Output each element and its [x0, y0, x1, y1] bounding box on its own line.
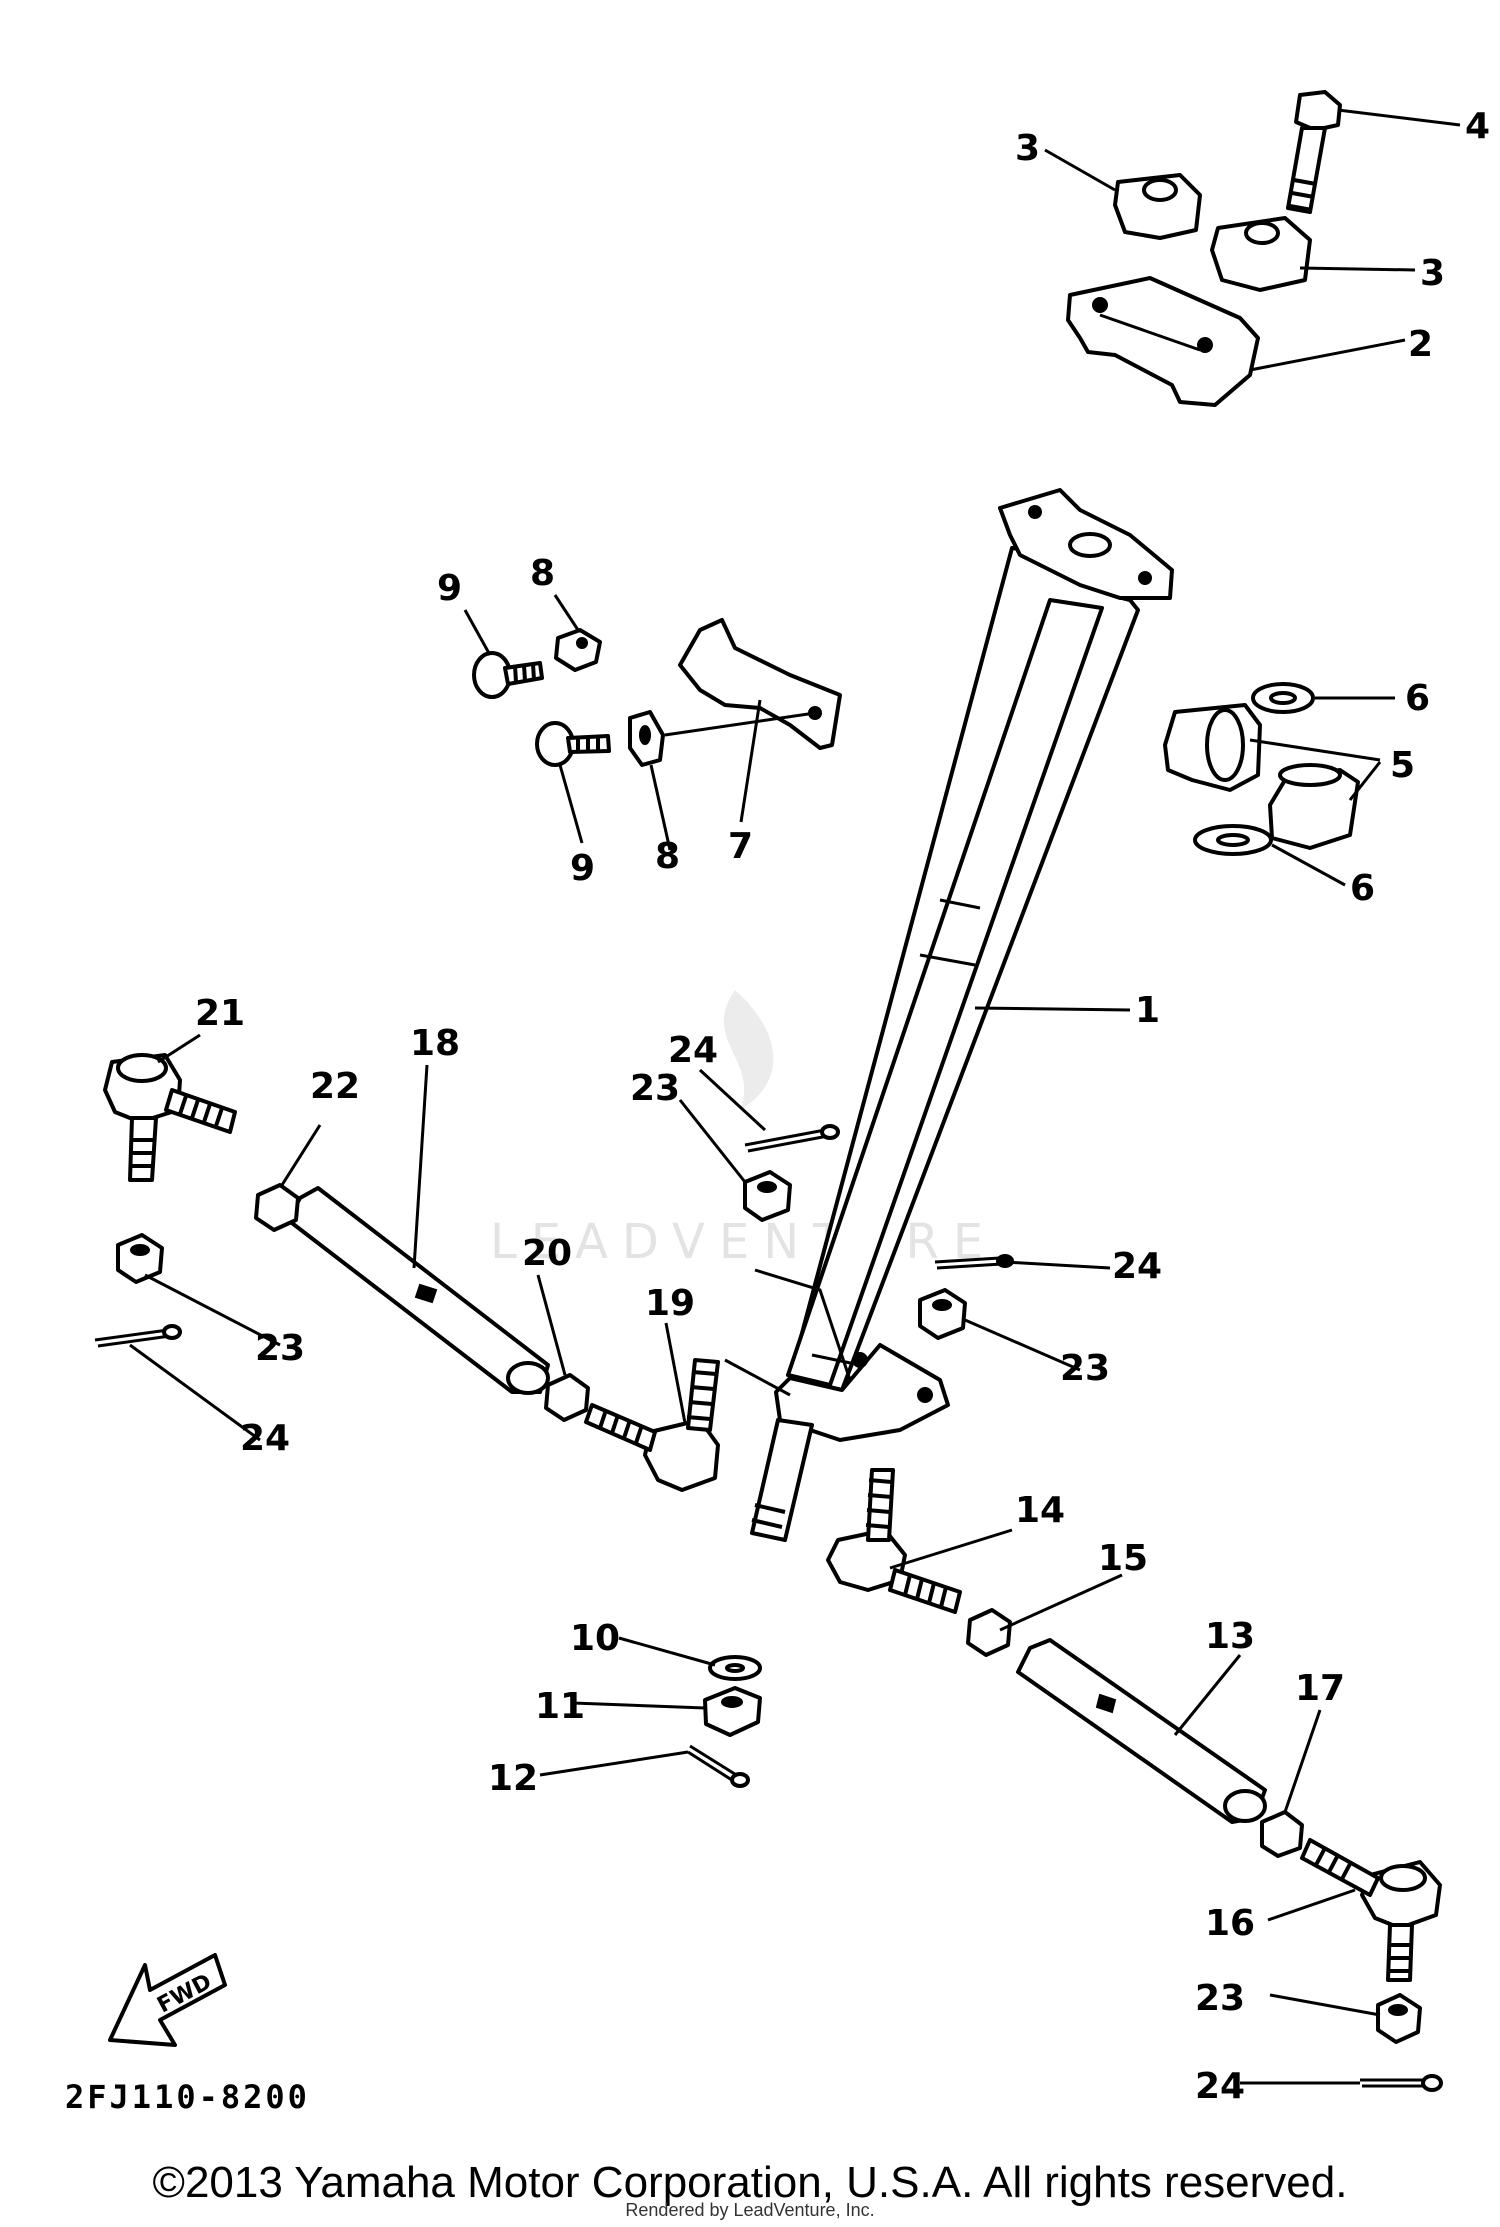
part-2-handlebar-holder[interactable]	[1066, 276, 1260, 407]
part-20-nut[interactable]	[544, 1373, 590, 1422]
part-6-bushing-upper[interactable]	[1251, 682, 1315, 714]
part-9-screw-lower[interactable]	[535, 721, 611, 767]
callout-24: 24	[240, 1418, 290, 1459]
part-5-column-holder-right[interactable]	[1268, 763, 1360, 850]
callout-6: 6	[1350, 868, 1375, 909]
callout-labels: 1 2 3 3 4 5 6 6 7 8 8 9 9 10 11 12 13 14…	[195, 106, 1490, 2107]
callout-3: 3	[1420, 253, 1445, 294]
callout-24: 24	[1112, 1246, 1162, 1287]
part-5-column-holder-left[interactable]	[1163, 703, 1262, 792]
callout-10: 10	[570, 1618, 620, 1659]
part-13-tie-rod-right[interactable]	[1016, 1638, 1267, 1824]
part-23-nut-center[interactable]	[743, 1170, 792, 1222]
callout-5: 5	[1390, 745, 1415, 786]
part-12-cotter-pin[interactable]	[687, 1744, 750, 1788]
callout-7: 7	[728, 826, 753, 867]
callout-20: 20	[522, 1233, 572, 1274]
callout-3: 3	[1015, 128, 1040, 169]
part-24-cotter-pin-center[interactable]	[744, 1124, 840, 1153]
part-3-upper-holder-left[interactable]	[1113, 173, 1202, 240]
callout-19: 19	[645, 1283, 695, 1324]
part-6-bushing-lower[interactable]	[1193, 824, 1273, 856]
callout-23: 23	[255, 1328, 305, 1369]
part-23-nut-lower-right[interactable]	[1376, 1993, 1422, 2044]
rendered-by-credit: Rendered by LeadVenture, Inc.	[625, 2200, 875, 2220]
copyright-notice: ©2013 Yamaha Motor Corporation, U.S.A. A…	[152, 2158, 1348, 2207]
callout-18: 18	[410, 1023, 460, 1064]
callout-22: 22	[310, 1066, 360, 1107]
part-22-nut[interactable]	[254, 1183, 300, 1232]
part-4-bolt[interactable]	[1286, 90, 1342, 214]
diagram-code: 2FJ110-8200	[65, 2078, 310, 2116]
callout-9: 9	[570, 848, 595, 889]
part-3-upper-holder-right[interactable]	[1210, 216, 1312, 292]
callout-14: 14	[1015, 1490, 1065, 1531]
callout-15: 15	[1098, 1538, 1148, 1579]
part-15-nut[interactable]	[966, 1608, 1012, 1657]
part-14-tie-rod-end[interactable]	[826, 1468, 962, 1614]
part-8-clamp-lower[interactable]	[628, 710, 665, 767]
part-23-nut-left[interactable]	[116, 1233, 164, 1284]
part-8-clamp-upper[interactable]	[554, 628, 602, 672]
callout-16: 16	[1205, 1903, 1255, 1944]
leader-lines	[129, 108, 1461, 2085]
part-19-tie-rod-end[interactable]	[584, 1358, 720, 1492]
callout-6: 6	[1405, 678, 1430, 719]
part-24-cotter-pin-left[interactable]	[94, 1324, 182, 1348]
part-24-cotter-pin-bottom[interactable]	[1360, 2074, 1443, 2092]
callout-24: 24	[1195, 2066, 1245, 2107]
callout-1: 1	[1135, 990, 1160, 1031]
callout-24: 24	[668, 1030, 718, 1071]
callout-23: 23	[630, 1068, 680, 1109]
callout-8: 8	[655, 836, 680, 877]
part-23-nut-upper-right[interactable]	[918, 1288, 967, 1340]
callout-13: 13	[1205, 1616, 1255, 1657]
callout-12: 12	[488, 1758, 538, 1799]
part-9-screw-upper[interactable]	[472, 651, 544, 699]
part-17-nut[interactable]	[1260, 1810, 1304, 1858]
callout-23: 23	[1060, 1348, 1110, 1389]
callout-17: 17	[1295, 1668, 1345, 1709]
callout-21: 21	[195, 993, 245, 1034]
callout-9: 9	[437, 568, 462, 609]
part-21-tie-rod-end[interactable]	[103, 1053, 237, 1182]
callout-8: 8	[530, 553, 555, 594]
callout-23: 23	[1195, 1978, 1245, 2019]
fwd-arrow-icon: FWD	[108, 1953, 227, 2047]
part-16-tie-rod-end[interactable]	[1300, 1838, 1442, 1982]
callout-4: 4	[1465, 106, 1490, 147]
callout-11: 11	[535, 1686, 585, 1727]
part-1-steering-column[interactable]	[750, 488, 1174, 1542]
callout-2: 2	[1408, 324, 1433, 365]
part-10-washer[interactable]	[708, 1655, 762, 1681]
part-11-nut[interactable]	[703, 1686, 762, 1737]
